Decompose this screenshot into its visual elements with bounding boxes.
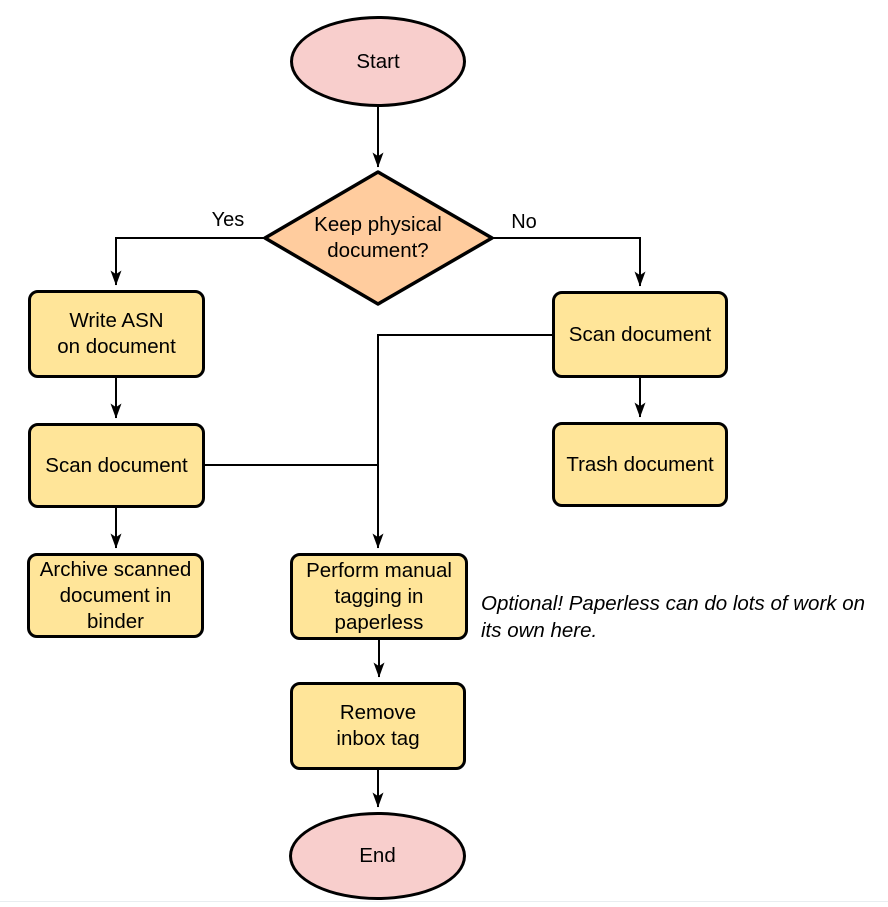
node-end: End	[289, 812, 466, 900]
write-asn-line-2: on document	[57, 335, 176, 358]
archive-line-2: document in	[59, 583, 172, 607]
edge-label-no: No	[511, 211, 537, 233]
edge-scan-right-to-tagging	[372, 334, 552, 549]
scan-right-line-1: Scan document	[568, 322, 712, 346]
tagging-line-2: tagging in	[334, 584, 424, 608]
edge-decision-no-to-scan-right	[491, 237, 646, 287]
decision-line-1: Keep physical	[314, 213, 442, 236]
archive-line-1: Archive scanned	[39, 557, 192, 581]
annotation-line-1: Optional! Paperless can do lots of work …	[481, 592, 866, 615]
bottom-hairline	[0, 901, 888, 902]
remove-inbox-line-2: inbox tag	[336, 727, 420, 750]
edge-label-yes: Yes	[211, 209, 245, 231]
archive-line-3: binder	[87, 609, 144, 633]
tagging-line-1: Perform manual	[306, 558, 452, 582]
node-manual-tagging: Perform manual tagging in paperless	[290, 553, 468, 640]
scan-left-line-1: Scan document	[45, 453, 188, 477]
node-archive-scanned: Archive scanned document in binder	[27, 553, 204, 638]
node-remove-inbox-tag: Remove inbox tag	[290, 682, 466, 770]
annotation-line-2: its own here.	[481, 619, 598, 642]
trash-line-1: Trash document	[566, 452, 714, 476]
node-decision-label: Keep physical document?	[268, 212, 488, 264]
node-scan-document-right: Scan document	[552, 291, 728, 378]
write-asn-line-1: Write ASN	[69, 309, 164, 332]
node-trash-document: Trash document	[552, 422, 728, 507]
remove-inbox-line-1: Remove	[339, 701, 417, 724]
node-write-asn: Write ASN on document	[28, 290, 205, 378]
node-start-label: Start	[356, 49, 400, 73]
node-scan-document-left: Scan document	[28, 423, 205, 508]
node-end-label: End	[359, 844, 396, 867]
decision-line-2: document?	[327, 239, 429, 262]
node-start: Start	[290, 16, 466, 107]
tagging-line-3: paperless	[334, 610, 424, 634]
edge-decision-yes-to-write-asn	[110, 237, 266, 286]
annotation-optional-note: Optional! Paperless can do lots of work …	[481, 590, 881, 644]
